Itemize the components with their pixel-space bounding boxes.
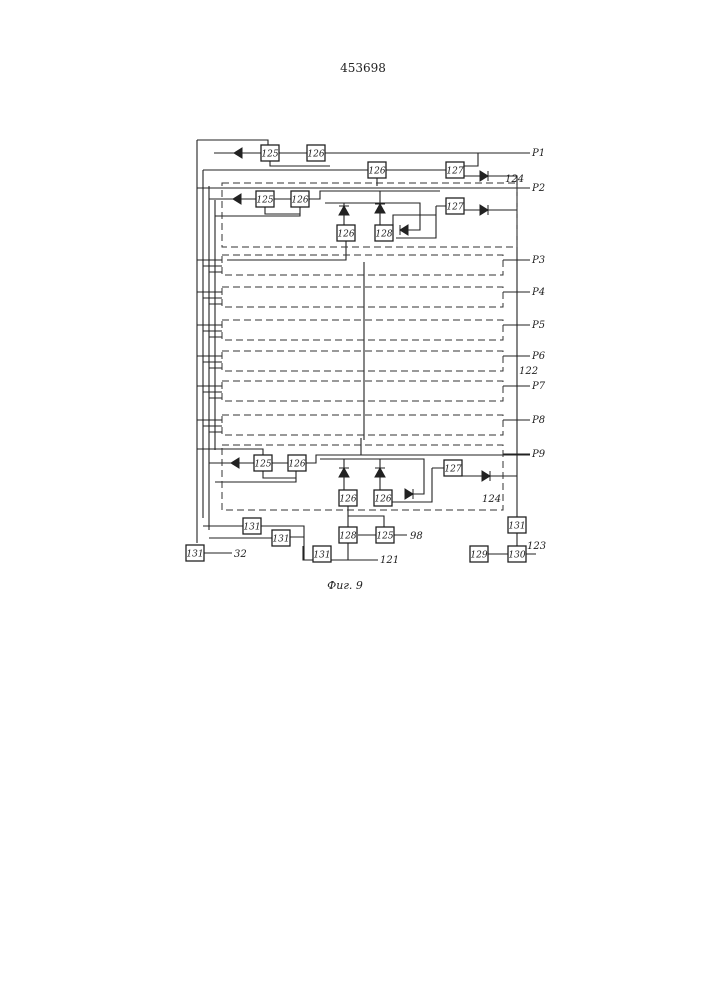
figure-caption: Фиг. 9 <box>327 579 363 592</box>
line-label-p8: P8 <box>531 415 545 426</box>
ref-122: 122 <box>519 366 538 377</box>
diode-icon <box>400 225 408 235</box>
block-label: 126 <box>307 150 324 160</box>
block-label: 127 <box>446 167 463 177</box>
block-label: 128 <box>339 532 356 542</box>
block-label: 125 <box>261 150 278 160</box>
block-127: 127 <box>446 198 464 214</box>
block-131: 131 <box>508 517 526 533</box>
block-label: 131 <box>186 550 203 560</box>
block-label: 131 <box>313 551 330 561</box>
line-label-p4: P4 <box>531 287 545 298</box>
diode-icon <box>339 468 349 477</box>
block-125: 125 <box>376 527 394 543</box>
block-126: 126 <box>337 225 355 241</box>
diode-icon <box>480 171 488 181</box>
block-126: 126 <box>288 455 306 471</box>
diode-icon <box>480 205 488 215</box>
block-126: 126 <box>339 490 357 506</box>
patent-number: 453698 <box>340 61 386 75</box>
line-label-p9: P9 <box>531 449 546 460</box>
ref-121: 121 <box>380 555 399 566</box>
diode-icon <box>375 468 385 477</box>
block-129: 129 <box>470 546 488 562</box>
line-label-p7: P7 <box>531 381 546 392</box>
ref-124-top: 124 <box>505 174 524 185</box>
line-label-p1: P1 <box>531 148 545 159</box>
block-label: 126 <box>339 495 356 505</box>
block-label: 127 <box>446 203 463 213</box>
block-126: 126 <box>374 490 392 506</box>
block-126: 126 <box>307 145 325 161</box>
block-label: 131 <box>508 522 525 532</box>
block-label: 125 <box>376 532 393 542</box>
ref-98: 98 <box>410 531 423 542</box>
diode-icon <box>405 489 413 499</box>
diode-icon <box>339 206 349 215</box>
block-label: 131 <box>243 523 260 533</box>
diode-icon <box>231 458 239 468</box>
line-label-p6: P6 <box>531 351 546 362</box>
block-label: 126 <box>337 230 354 240</box>
line-label-p5: P5 <box>531 320 545 331</box>
block-label: 131 <box>272 535 289 545</box>
block-131: 131 <box>186 545 204 561</box>
ref-123: 123 <box>527 541 546 552</box>
line-label-p2: P2 <box>531 183 545 194</box>
block-label: 127 <box>444 465 461 475</box>
block-128: 128 <box>375 225 393 241</box>
block-label: 126 <box>368 167 385 177</box>
diode-icon <box>482 471 490 481</box>
block-126: 126 <box>291 191 309 207</box>
ref-124-bottom: 124 <box>482 494 501 505</box>
diode-icon <box>234 148 242 158</box>
block-label: 128 <box>375 230 392 240</box>
diode-icon <box>233 194 241 204</box>
block-128: 128 <box>339 527 357 543</box>
block-125: 125 <box>256 191 274 207</box>
block-label: 129 <box>470 551 487 561</box>
block-label: 126 <box>288 460 305 470</box>
block-127: 127 <box>446 162 464 178</box>
block-125: 125 <box>254 455 272 471</box>
diode-icon <box>375 204 385 213</box>
block-127: 127 <box>444 460 462 476</box>
ref-32: 32 <box>234 549 247 560</box>
block-label: 130 <box>508 551 525 561</box>
block-131: 131 <box>313 546 331 562</box>
block-126: 126 <box>368 162 386 178</box>
block-label: 126 <box>374 495 391 505</box>
block-131: 131 <box>243 518 261 534</box>
line-label-p3: P3 <box>531 255 545 266</box>
block-131: 131 <box>272 530 290 546</box>
block-125: 125 <box>261 145 279 161</box>
block-label: 125 <box>254 460 271 470</box>
block-label: 126 <box>291 196 308 206</box>
block-130: 130 <box>508 546 526 562</box>
block-label: 125 <box>256 196 273 206</box>
